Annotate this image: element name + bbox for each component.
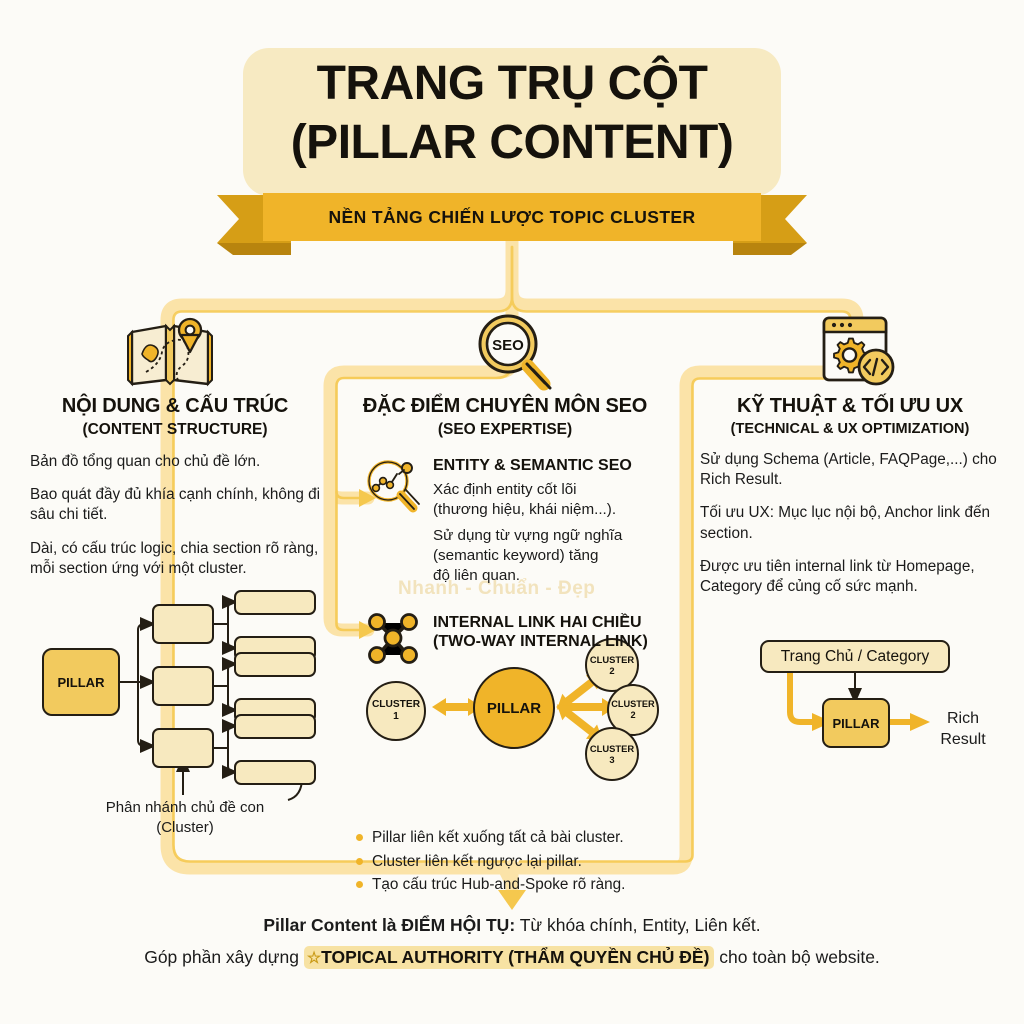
middle-cluster-node-2: CLUSTER 2 bbox=[585, 638, 639, 692]
entity-body-line-2: (thương hiệu, khái niệm...). bbox=[433, 500, 617, 518]
left-column-title: NỘI DUNG & CẤU TRÚC bbox=[61, 395, 289, 417]
left-paragraph-2: Bao quát đầy đủ khía cạnh chính, không đ… bbox=[30, 486, 321, 524]
right-column-title: KỸ THUẬT & TỐI ƯU UX bbox=[737, 395, 963, 417]
left-diagram-caption: Phân nhánh chủ đề con (Cluster) bbox=[60, 798, 310, 837]
seo-magnifier-icon: SEO bbox=[478, 314, 552, 391]
left-paragraph-1: Bản đồ tổng quan cho chủ đề lớn. bbox=[30, 453, 261, 470]
chart-magnifier-icon bbox=[367, 460, 420, 513]
middle-bullet-2: Cluster liên kết ngược lại pillar. bbox=[355, 850, 655, 873]
left-branch-box-2 bbox=[152, 666, 214, 706]
internal-link-title-line-1: INTERNAL LINK HAI CHIỀU bbox=[433, 613, 642, 631]
page-title: TRANG TRỤ CỘT (PILLAR CONTENT) bbox=[243, 55, 781, 172]
entity-semantic-body: Xác định entity cốt lõi (thương hiệu, kh… bbox=[433, 480, 655, 586]
browser-gear-code-icon bbox=[822, 316, 895, 386]
left-leaf-box-1 bbox=[234, 590, 316, 615]
entity-body-line-1: Xác định entity cốt lõi bbox=[433, 480, 577, 498]
cluster-2-number: 2 bbox=[609, 665, 615, 676]
internal-link-title: INTERNAL LINK HAI CHIỀU (TWO-WAY INTERNA… bbox=[433, 614, 655, 652]
footer-line-2-pre: Góp phần xây dựng bbox=[144, 947, 304, 968]
middle-column-subtitle: (SEO EXPERTISE) bbox=[437, 421, 573, 438]
footer-line-1-bold: Pillar Content là ĐIỂM HỘI TỤ: bbox=[263, 915, 516, 935]
column-technical-ux: KỸ THUẬT & TỐI ƯU UX (TECHNICAL & UX OPT… bbox=[700, 395, 1000, 597]
ribbon-label: NỀN TẢNG CHIẾN LƯỢC TOPIC CLUSTER bbox=[328, 206, 696, 227]
entity-body-line-4: (semantic keyword) tăng bbox=[433, 547, 599, 565]
title-line-1: TRANG TRỤ CỘT bbox=[316, 57, 708, 110]
svg-text:SEO: SEO bbox=[492, 337, 524, 354]
middle-pillar-hub: PILLAR bbox=[473, 667, 555, 749]
cluster-1-number: 1 bbox=[393, 711, 399, 722]
left-column-subtitle: (CONTENT STRUCTURE) bbox=[82, 421, 268, 438]
middle-bullet-list: Pillar liên kết xuống tất cả bài cluster… bbox=[355, 826, 655, 896]
middle-cluster-node-1: CLUSTER 1 bbox=[366, 681, 426, 741]
right-paragraph-3: Được ưu tiên internal link từ Homepage, … bbox=[700, 557, 975, 595]
middle-column-title: ĐẶC ĐIỂM CHUYÊN MÔN SEO bbox=[362, 395, 648, 417]
left-caption-line-1: Phân nhánh chủ đề con bbox=[105, 799, 265, 816]
cluster-1-label: CLUSTER bbox=[371, 698, 421, 710]
column-content-structure: NỘI DUNG & CẤU TRÚC (CONTENT STRUCTURE) … bbox=[30, 395, 320, 579]
cluster-2-label: CLUSTER bbox=[589, 653, 635, 665]
right-paragraph-1: Sử dụng Schema (Article, FAQPage,...) ch… bbox=[700, 451, 997, 489]
internal-link-title-line-2: (TWO-WAY INTERNAL LINK) bbox=[433, 632, 648, 650]
star-icon: ☆ bbox=[306, 950, 322, 968]
watermark-text: Nhanh - Chuẩn - Đẹp bbox=[398, 578, 596, 599]
middle-bullet-3: Tạo cấu trúc Hub-and-Spoke rõ ràng. bbox=[355, 873, 655, 896]
entity-semantic-title: ENTITY & SEMANTIC SEO bbox=[433, 457, 632, 474]
left-leaf-box-6 bbox=[234, 760, 316, 785]
left-leaf-box-5 bbox=[234, 714, 316, 739]
footer-line-1-rest: Từ khóa chính, Entity, Liên kết. bbox=[515, 915, 761, 935]
right-rich-result-label: Rich Result bbox=[918, 709, 1008, 751]
title-card bbox=[243, 48, 781, 196]
rich-result-line-1: Rich bbox=[946, 710, 979, 727]
cluster-4-label: CLUSTER bbox=[589, 742, 635, 754]
right-source-box: Trang Chủ / Category bbox=[760, 640, 950, 673]
entity-body-line-3: Sử dụng từ vựng ngữ nghĩa bbox=[433, 527, 623, 545]
right-paragraph-2: Tối ưu UX: Mục lục nội bộ, Anchor link đ… bbox=[700, 504, 990, 542]
left-caption-line-2: (Cluster) bbox=[156, 818, 214, 836]
footer-line-2: Góp phần xây dựng ☆TOPICAL AUTHORITY (TH… bbox=[0, 944, 1024, 972]
cluster-3-label: CLUSTER bbox=[611, 698, 655, 709]
cluster-3-number: 2 bbox=[630, 710, 636, 720]
footer-line-1: Pillar Content là ĐIỂM HỘI TỤ: Từ khóa c… bbox=[0, 912, 1024, 938]
title-line-2: (PILLAR CONTENT) bbox=[290, 115, 734, 169]
left-pillar-box: PILLAR bbox=[42, 648, 120, 716]
footer-summary: Pillar Content là ĐIỂM HỘI TỤ: Từ khóa c… bbox=[0, 912, 1024, 972]
left-paragraph-3: Dài, có cấu trúc logic, chia section rõ … bbox=[30, 539, 319, 577]
right-column-subtitle: (TECHNICAL & UX OPTIMIZATION) bbox=[730, 421, 970, 437]
middle-bullet-1: Pillar liên kết xuống tất cả bài cluster… bbox=[355, 826, 655, 849]
cluster-4-number: 3 bbox=[609, 754, 615, 765]
right-pillar-box: PILLAR bbox=[822, 698, 890, 748]
topical-authority-highlight: ☆TOPICAL AUTHORITY (THẨM QUYỀN CHỦ ĐỀ) bbox=[303, 946, 715, 970]
open-book-map-icon bbox=[127, 317, 213, 387]
network-nodes-icon bbox=[368, 612, 418, 664]
middle-block-entity-semantic: ENTITY & SEMANTIC SEO Xác định entity cố… bbox=[355, 457, 655, 586]
left-leaf-box-3 bbox=[234, 652, 316, 677]
entity-body-line-5: độ liên quan. bbox=[433, 566, 520, 584]
middle-block-internal-link: INTERNAL LINK HAI CHIỀU (TWO-WAY INTERNA… bbox=[355, 612, 655, 664]
column-seo-expertise: ĐẶC ĐIỂM CHUYÊN MÔN SEO (SEO EXPERTISE) … bbox=[355, 395, 655, 896]
left-branch-box-3 bbox=[152, 728, 214, 768]
ribbon-banner: NỀN TẢNG CHIẾN LƯỢC TOPIC CLUSTER bbox=[217, 193, 807, 255]
rich-result-line-2: Result bbox=[940, 730, 986, 748]
middle-cluster-node-4: CLUSTER 3 bbox=[585, 727, 639, 781]
footer-line-2-post: cho toàn bộ website. bbox=[714, 947, 880, 968]
topical-authority-text: TOPICAL AUTHORITY (THẨM QUYỀN CHỦ ĐỀ) bbox=[321, 947, 710, 968]
left-branch-box-1 bbox=[152, 604, 214, 644]
